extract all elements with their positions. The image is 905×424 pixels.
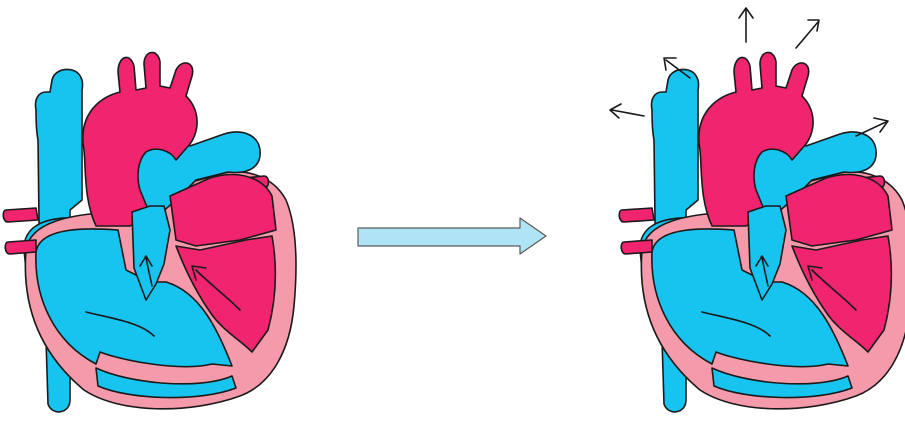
right-arrow-icon [358, 218, 546, 254]
heart-after [619, 52, 905, 411]
outflow-arrow-up-icon [739, 8, 753, 42]
outflow-arrow-right-icon [856, 118, 888, 136]
outflow-arrow-up-right-icon [796, 20, 819, 48]
heart-before [3, 52, 296, 411]
outflow-arrow-left-icon [610, 104, 644, 118]
